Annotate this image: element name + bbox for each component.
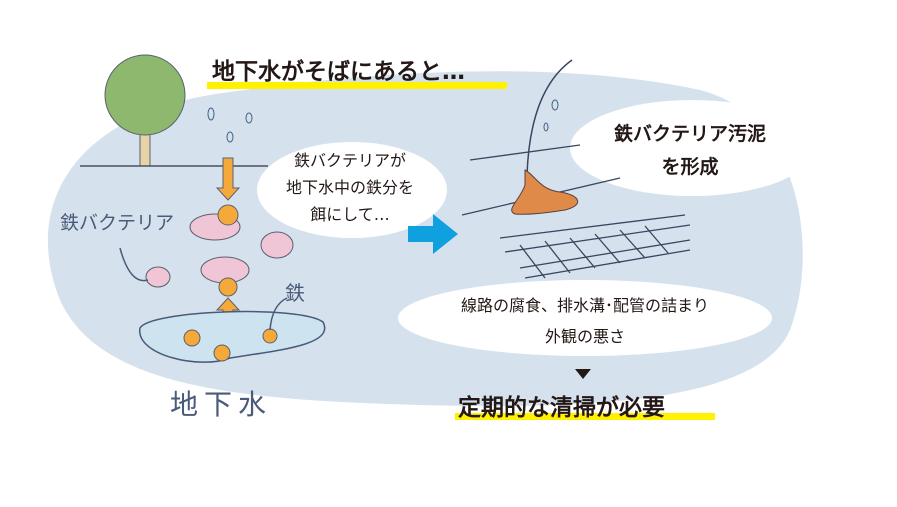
down-arrow-icon xyxy=(215,157,241,201)
tree-icon xyxy=(104,54,186,167)
down-triangle-icon xyxy=(575,369,591,379)
conclusion: 定期的な清掃が必要 xyxy=(458,395,665,421)
bubble-bottom: 線路の腐食、排水溝･配管の詰まり 外観の悪さ xyxy=(405,290,765,352)
label-iron-bacteria: 鉄バクテリア xyxy=(60,212,175,234)
page-title: 地下水がそばにあると… xyxy=(212,59,465,85)
bubble-bottom-line: 線路の腐食、排水溝･配管の詰まり xyxy=(460,296,709,315)
railway-track xyxy=(499,214,691,279)
bubble-left-shape xyxy=(257,142,447,238)
title-highlight xyxy=(207,82,507,89)
bubble-left-line: 餌にして… xyxy=(310,205,390,224)
bubble-bottom-shape xyxy=(398,280,772,356)
label-iron: 鉄 xyxy=(285,281,305,305)
bubble-right: 鉄バクテリア汚泥 を形成 xyxy=(580,118,800,184)
right-arrow-icon xyxy=(408,214,458,254)
conclusion-highlight xyxy=(455,413,715,420)
bubble-right-line: を形成 xyxy=(661,156,719,178)
bubble-left-line: 地下水中の鉄分を xyxy=(285,178,414,197)
bubble-right-shape xyxy=(570,100,814,196)
water-drop-icons xyxy=(207,99,559,143)
label-groundwater: 地下水 xyxy=(170,388,273,421)
bubble-right-line: 鉄バクテリア汚泥 xyxy=(613,123,766,145)
bubble-bottom-line: 外観の悪さ xyxy=(544,327,625,346)
bubble-left-line: 鉄バクテリアが xyxy=(293,151,406,170)
sludge-shape xyxy=(511,169,578,215)
bubble-left: 鉄バクテリアが 地下水中の鉄分を 餌にして… xyxy=(255,147,445,228)
groundwater-pool xyxy=(139,310,326,363)
iron-particle-icons xyxy=(183,204,278,362)
